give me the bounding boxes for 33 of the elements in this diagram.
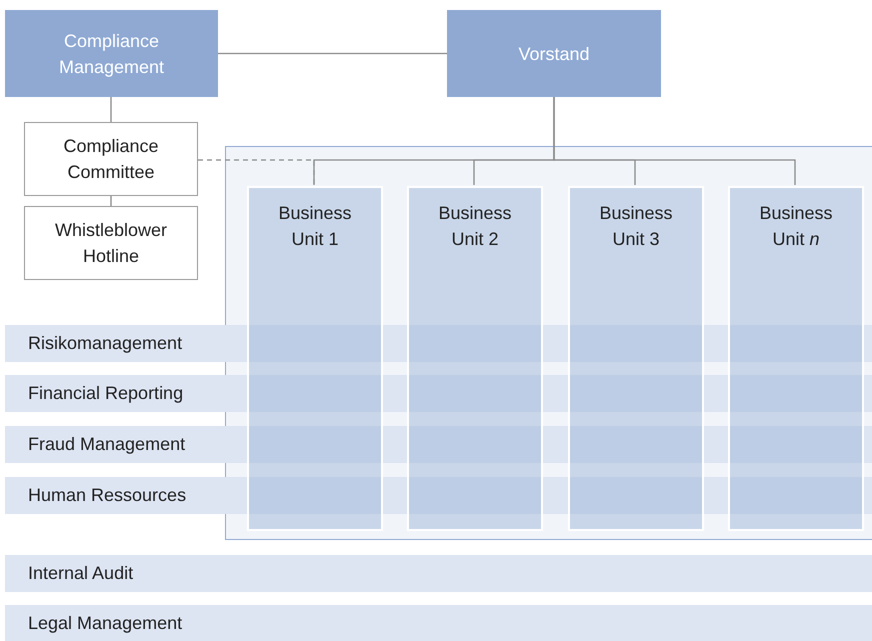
org-box	[24, 206, 198, 280]
node-label: Compliance Committee	[62, 135, 160, 184]
org-box	[24, 122, 198, 196]
node-label: Business Unit 2	[437, 202, 513, 251]
connector-line	[110, 97, 112, 122]
node-label: Business Unit 3	[598, 202, 674, 251]
node-label: Risikomanagement	[27, 332, 184, 355]
node-label: Vorstand	[517, 42, 591, 66]
connector-line	[553, 97, 796, 185]
node-label: Compliance Management	[58, 30, 166, 79]
function-band	[5, 477, 872, 514]
node-label: Internal Audit	[27, 562, 134, 585]
function-band	[5, 605, 872, 641]
org-box	[5, 10, 218, 97]
node-label: Business Unit n	[758, 202, 834, 251]
node-label: Business Unit 1	[277, 202, 353, 251]
org-box	[447, 10, 661, 97]
node-label: Financial Reporting	[27, 382, 184, 405]
node-label: Human Ressources	[27, 484, 188, 507]
node-label: Fraud Management	[27, 433, 186, 456]
unit-column	[407, 186, 543, 531]
unit-column	[568, 186, 704, 531]
function-band	[5, 325, 872, 362]
node-label: Legal Management	[27, 612, 184, 635]
function-band	[5, 555, 872, 592]
unit-column	[247, 186, 383, 531]
unit-column	[728, 186, 864, 531]
node-label: Whistleblower Hotline	[54, 219, 168, 268]
connector-line	[218, 52, 447, 54]
function-band	[5, 375, 872, 412]
function-band	[5, 426, 872, 463]
connector-line	[198, 159, 315, 185]
connector-line	[110, 196, 112, 206]
